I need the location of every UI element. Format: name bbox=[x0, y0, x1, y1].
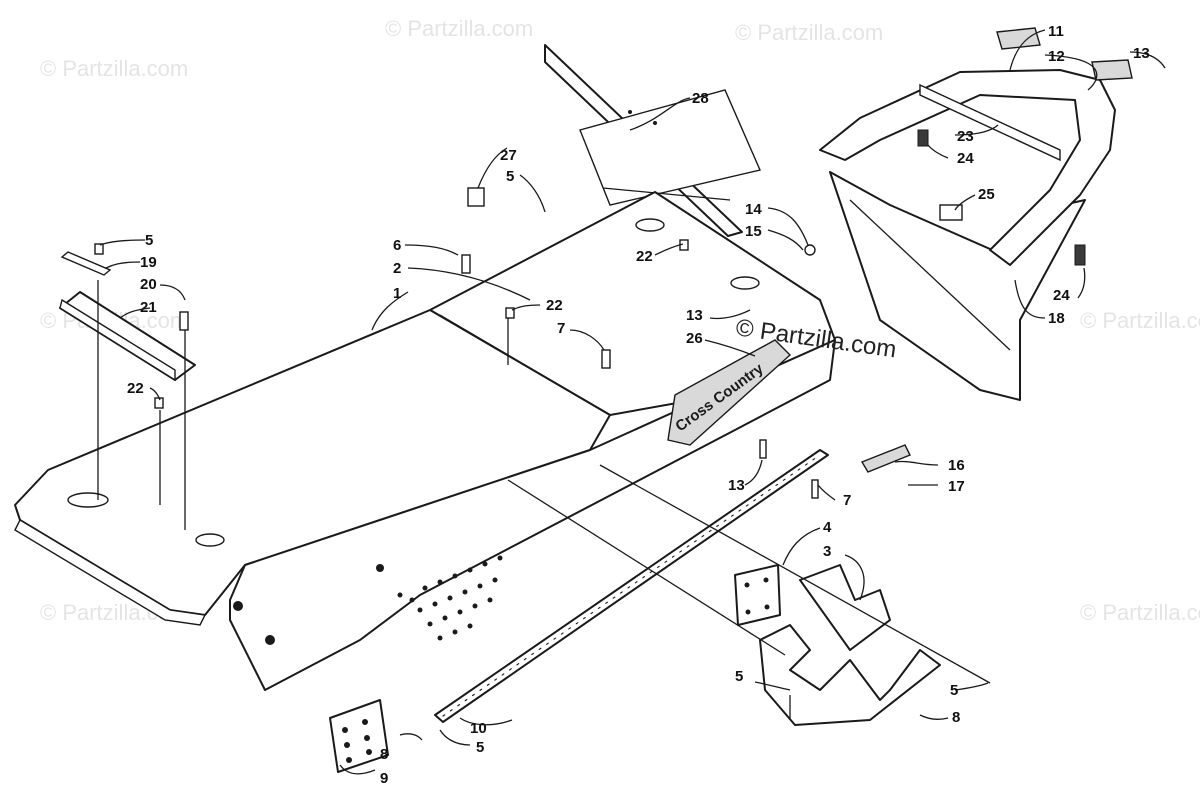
callout-1: 1 bbox=[393, 285, 401, 302]
part-16-plate bbox=[860, 444, 911, 473]
callout-22: 22 bbox=[636, 248, 653, 265]
callout-20: 20 bbox=[140, 276, 157, 293]
callout-11: 11 bbox=[1048, 23, 1064, 40]
callout-5: 5 bbox=[950, 682, 958, 699]
callout-18: 18 bbox=[1048, 310, 1065, 327]
callout-5: 5 bbox=[145, 232, 153, 249]
callout-19: 19 bbox=[140, 254, 157, 271]
part-10-running-board bbox=[434, 449, 829, 723]
foot-well-holes bbox=[397, 555, 503, 641]
tunnel-body: Cross Country bbox=[14, 191, 836, 691]
callout-13: 13 bbox=[686, 307, 703, 324]
callout-8: 8 bbox=[380, 746, 388, 763]
callout-22: 22 bbox=[127, 380, 144, 397]
callout-labels: 28 27 5 6 2 1 22 22 7 13 26 13 7 16 17 4… bbox=[127, 23, 1150, 787]
part-12-decal bbox=[1091, 59, 1133, 81]
callout-5: 5 bbox=[476, 739, 484, 756]
callout-9: 9 bbox=[380, 770, 388, 787]
callout-7: 7 bbox=[843, 492, 851, 509]
watermark: © Partzilla.com bbox=[1080, 308, 1200, 333]
watermark: © Partzilla.com bbox=[40, 56, 188, 81]
callout-23: 23 bbox=[957, 128, 974, 145]
alignment-lines bbox=[97, 280, 991, 720]
watermark: © Partzilla.com bbox=[1080, 600, 1200, 625]
callout-28: 28 bbox=[692, 90, 709, 107]
callout-7: 7 bbox=[557, 320, 565, 337]
part-19-strip bbox=[60, 251, 112, 276]
callout-24: 24 bbox=[957, 150, 974, 167]
callout-13: 13 bbox=[728, 477, 745, 494]
part-23-grab-bar bbox=[819, 69, 1116, 266]
callout-21: 21 bbox=[140, 299, 157, 316]
part-28-flap bbox=[544, 44, 761, 237]
callout-26: 26 bbox=[686, 330, 703, 347]
callout-6: 6 bbox=[393, 237, 401, 254]
callout-3: 3 bbox=[823, 543, 831, 560]
callout-8: 8 bbox=[952, 709, 960, 726]
callout-14: 14 bbox=[745, 201, 762, 218]
watermark: © Partzilla.com bbox=[385, 16, 533, 41]
callout-17: 17 bbox=[948, 478, 965, 495]
callout-27: 27 bbox=[500, 147, 517, 164]
callout-13: 13 bbox=[1133, 45, 1150, 62]
callout-25: 25 bbox=[978, 186, 995, 203]
callout-10: 10 bbox=[470, 720, 487, 737]
callout-2: 2 bbox=[393, 260, 401, 277]
callout-4: 4 bbox=[823, 519, 832, 536]
callout-24: 24 bbox=[1053, 287, 1070, 304]
part-27-clip bbox=[467, 187, 485, 207]
callout-15: 15 bbox=[745, 223, 762, 240]
part-9-plate bbox=[329, 699, 389, 773]
callout-5: 5 bbox=[506, 168, 514, 185]
part-11-decal bbox=[996, 27, 1041, 50]
callout-16: 16 bbox=[948, 457, 965, 474]
callout-12: 12 bbox=[1048, 48, 1065, 65]
watermark: © Partzilla.com bbox=[735, 20, 883, 45]
callout-5: 5 bbox=[735, 668, 743, 685]
part-4-plate bbox=[734, 564, 781, 626]
part-3-bracket bbox=[759, 564, 941, 726]
callout-leaders bbox=[99, 29, 1166, 775]
part-21-bracket bbox=[59, 291, 196, 382]
part-18-rear-panel bbox=[829, 171, 1086, 401]
callout-22: 22 bbox=[546, 297, 563, 314]
